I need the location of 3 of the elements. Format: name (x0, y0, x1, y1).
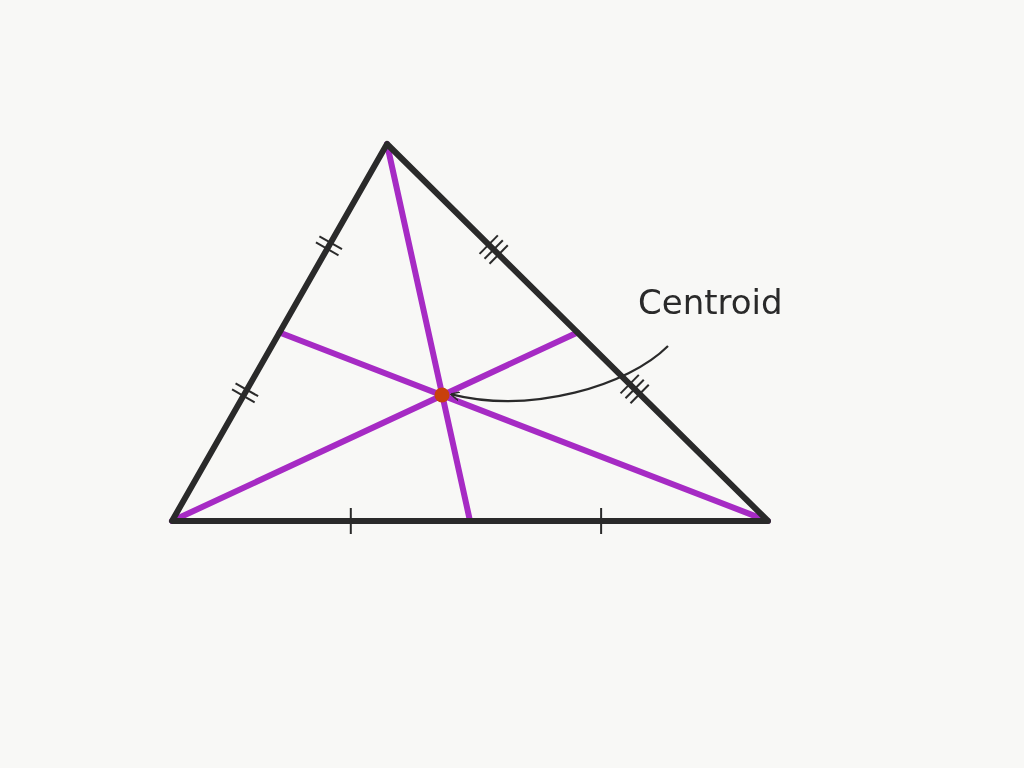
callout-label: Centroid (638, 282, 783, 322)
leader-arrow (449, 345, 669, 402)
centroid-dot (434, 387, 451, 404)
